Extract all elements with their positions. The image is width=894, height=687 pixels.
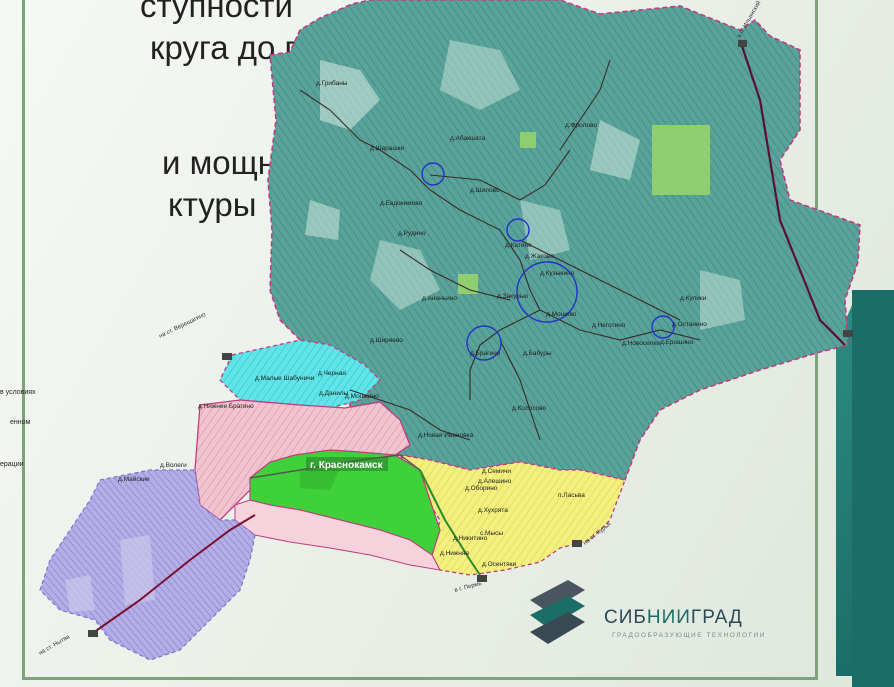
road-label-verezchagino: на ст. Верещагино bbox=[158, 312, 207, 340]
svg-text:с.Мысы: с.Мысы bbox=[480, 530, 503, 537]
svg-text:д.Семичи: д.Семичи bbox=[482, 468, 511, 475]
slide-text-line-1: ступности bbox=[140, 0, 293, 24]
svg-text:д.Евдокимово: д.Евдокимово bbox=[380, 200, 423, 207]
logo-wordmark: СИБНИИГРАД bbox=[604, 607, 743, 628]
road-label-nytva: на ст. Нытва bbox=[38, 634, 72, 657]
legend-text-1: в условиях bbox=[0, 389, 36, 396]
svg-text:п.Ласьва: п.Ласьва bbox=[558, 492, 585, 499]
svg-text:д.Оборино: д.Оборино bbox=[465, 484, 498, 492]
legend-text-3: ерации bbox=[0, 461, 24, 468]
settlement-label: д.Грибаны bbox=[316, 79, 348, 87]
svg-text:д.Майские: д.Майские bbox=[118, 475, 150, 483]
svg-text:д.Шарашки: д.Шарашки bbox=[370, 145, 404, 152]
svg-text:д.Мошкино: д.Мошкино bbox=[345, 393, 379, 400]
logo-tagline: ГРАДООБРАЗУЮЩИЕ ТЕХНОЛОГИИ bbox=[612, 632, 766, 639]
logo-emblem bbox=[530, 580, 585, 644]
svg-text:д.Бабуры: д.Бабуры bbox=[523, 349, 552, 357]
svg-text:д.Новая Ивановка: д.Новая Ивановка bbox=[418, 432, 474, 439]
railway-line bbox=[738, 39, 846, 346]
svg-text:д.Хухрята: д.Хухрята bbox=[478, 507, 508, 514]
svg-text:д.Ананьино: д.Ананьино bbox=[422, 295, 457, 302]
northern-zone bbox=[267, 0, 861, 481]
svg-text:д.Новоселки: д.Новоселки bbox=[622, 340, 660, 347]
svg-text:д.Осентяки: д.Осентяки bbox=[482, 561, 516, 568]
svg-text:д.Малые Шабуничи: д.Малые Шабуничи bbox=[255, 374, 315, 382]
svg-text:д.Мошево: д.Мошево bbox=[546, 311, 577, 318]
svg-text:д.Рудино: д.Рудино bbox=[398, 230, 426, 237]
decor-band-inner bbox=[836, 296, 856, 676]
railway-sw bbox=[89, 514, 256, 636]
svg-text:д.Абакшата: д.Абакшата bbox=[450, 134, 486, 142]
svg-text:д.Данилы: д.Данилы bbox=[319, 390, 349, 397]
svg-text:д.Никитино: д.Никитино bbox=[453, 535, 488, 542]
svg-text:д.Ерошино: д.Ерошино bbox=[660, 339, 694, 346]
station-icon bbox=[222, 353, 232, 360]
svg-text:д.Брагино: д.Брагино bbox=[470, 350, 501, 357]
legend-text-2: енном bbox=[10, 419, 31, 426]
forest-patch bbox=[652, 125, 710, 195]
svg-text:д.Неготино: д.Неготино bbox=[592, 322, 626, 329]
svg-text:д.Закурью: д.Закурью bbox=[497, 293, 528, 300]
settlement-circle bbox=[421, 162, 445, 186]
decor-band bbox=[852, 290, 894, 687]
svg-text:д.Колосово: д.Колосово bbox=[512, 405, 547, 412]
road-label-perm: в г. Пермь bbox=[454, 581, 482, 594]
svg-text:д.Фролово: д.Фролово bbox=[565, 122, 597, 129]
svg-text:д.Волеги: д.Волеги bbox=[160, 462, 187, 469]
svg-text:д.Катино: д.Катино bbox=[505, 242, 532, 249]
svg-text:д.Шилово: д.Шилово bbox=[470, 187, 500, 194]
svg-text:д.Алешино: д.Алешино bbox=[478, 478, 512, 485]
svg-text:д.Жаково: д.Жаково bbox=[525, 253, 554, 260]
svg-text:д.Черная: д.Черная bbox=[318, 370, 346, 377]
svg-text:д.Нижнее Брагино: д.Нижнее Брагино bbox=[198, 403, 254, 410]
svg-text:д.Кузьмино: д.Кузьмино bbox=[540, 270, 575, 277]
cyan-zone bbox=[219, 339, 381, 409]
svg-text:д.Ширяево: д.Ширяево bbox=[370, 337, 403, 344]
city-label: г. Краснокамск bbox=[310, 460, 384, 471]
svg-text:д.Останино: д.Останино bbox=[672, 321, 707, 328]
svg-text:д.Кулики: д.Кулики bbox=[680, 295, 707, 302]
svg-text:д.Нижняя: д.Нижняя bbox=[440, 550, 469, 557]
